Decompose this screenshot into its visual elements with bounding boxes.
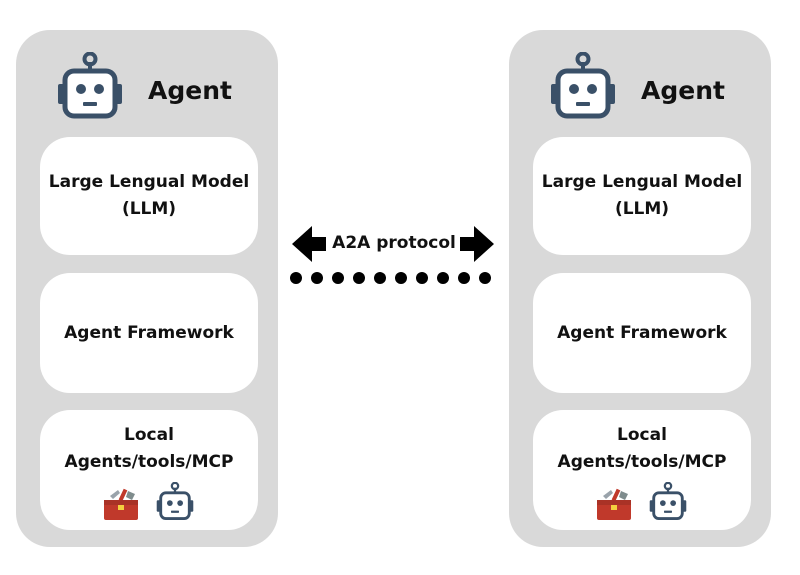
toolbox-icon [104,488,138,520]
small-robot-icon [156,482,194,520]
local-tools-block: Local Agents/tools/MCP [533,410,751,530]
tool-icons [102,482,196,522]
toolbox-icon [597,488,631,520]
arrow-right-icon [460,226,494,262]
llm-label-line2: (LLM) [614,199,670,219]
robot-icon [58,52,122,119]
dotted-connector [290,272,491,284]
framework-block: Agent Framework [40,273,258,393]
local-tools-block: Local Agents/tools/MCP [40,410,258,530]
agent-title: Agent [148,76,232,105]
local-label-line2: Agents/tools/MCP [64,452,234,472]
local-label-line2: Agents/tools/MCP [557,452,727,472]
framework-label: Agent Framework [64,322,234,343]
agent-panel-right: Agent Large Lengual Model (LLM) Agent Fr… [509,30,771,547]
local-label-line1: Local [124,425,174,445]
protocol-label: A2A protocol [332,233,456,253]
framework-label: Agent Framework [557,322,727,343]
llm-label-line1: Large Lengual Model [541,172,743,192]
framework-block: Agent Framework [533,273,751,393]
llm-label-line1: Large Lengual Model [48,172,250,192]
tool-icons [595,482,689,522]
agent-header: Agent [547,52,757,122]
llm-block: Large Lengual Model (LLM) [533,137,751,255]
agent-title: Agent [641,76,725,105]
local-label-line1: Local [617,425,667,445]
agent-header: Agent [54,52,264,122]
llm-block: Large Lengual Model (LLM) [40,137,258,255]
small-robot-icon [649,482,687,520]
arrow-left-icon [292,226,326,262]
agent-panel-left: Agent Large Lengual Model (LLM) Agent Fr… [16,30,278,547]
robot-icon [551,52,615,119]
llm-label-line2: (LLM) [121,199,177,219]
a2a-protocol-connector: A2A protocol [286,224,502,290]
